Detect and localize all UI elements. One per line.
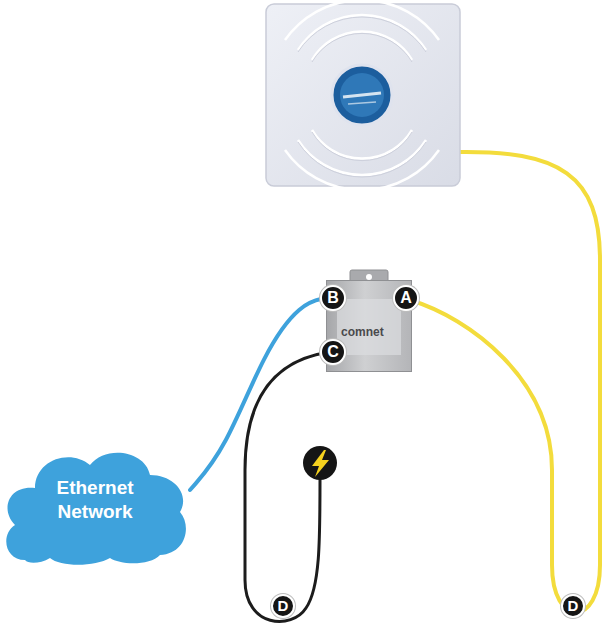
ethernet-cable — [190, 298, 326, 490]
cloud-label: Ethernet Network — [40, 476, 150, 524]
yellow-cable — [410, 152, 600, 612]
power-symbol — [303, 446, 337, 480]
callout-circle: A — [393, 285, 419, 311]
callout-letter: D — [278, 597, 289, 614]
callout-letter: D — [568, 597, 579, 614]
callout-circle: C — [320, 339, 346, 365]
callout-letter: B — [327, 289, 339, 306]
callout-letter: A — [400, 289, 412, 306]
callout-circle: D — [561, 594, 585, 618]
brand-label: comnet — [341, 325, 384, 339]
wireless-radio — [266, 0, 460, 190]
power-cable — [245, 352, 330, 621]
network-cloud: Ethernet Network — [0, 440, 190, 565]
callout-circle: B — [320, 285, 346, 311]
cloud-outline — [6, 453, 186, 565]
callout-letter: C — [327, 343, 339, 360]
callout-circle: D — [271, 594, 295, 618]
